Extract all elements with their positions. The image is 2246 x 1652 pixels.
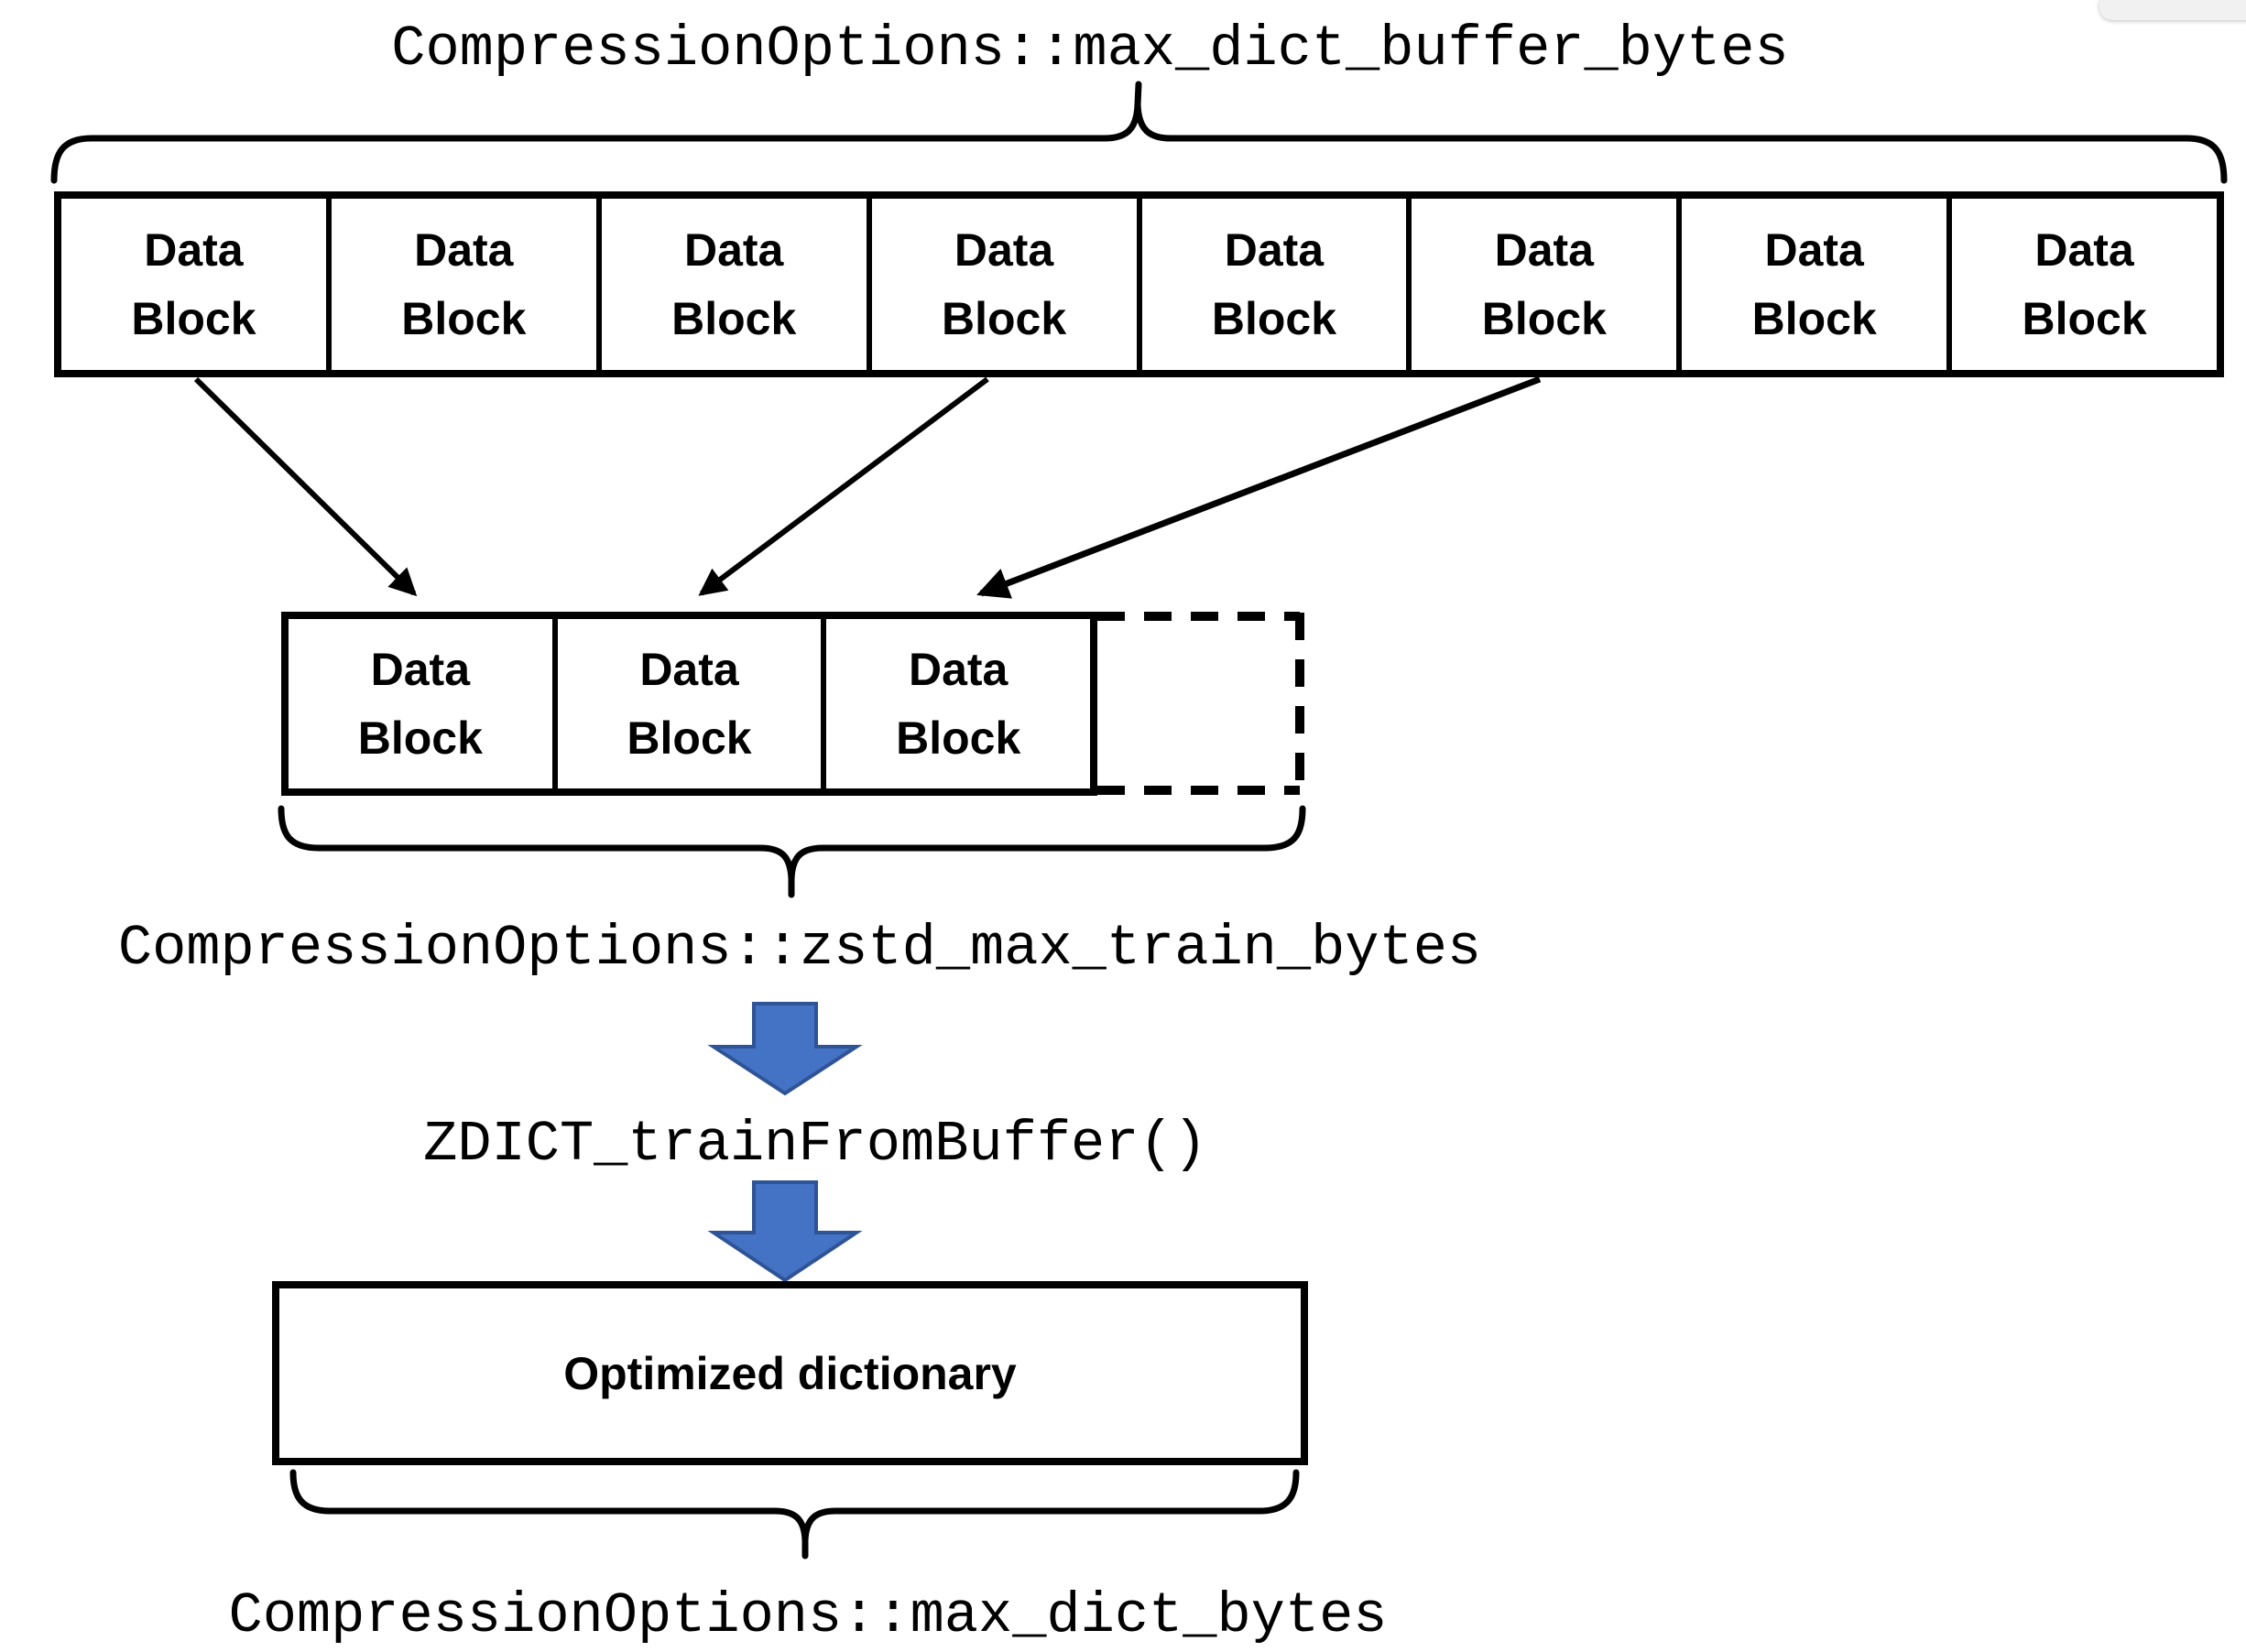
buffer-data-block-7: Data Block — [1676, 199, 1946, 370]
buffer-data-block-4: Data Block — [866, 199, 1137, 370]
buffer-data-block-5-label: Data Block — [1211, 223, 1337, 344]
reserved-capacity-dashed-box — [1097, 612, 1304, 795]
buffer-data-block-8-label: Data Block — [2022, 223, 2147, 344]
buffer-data-block-5: Data Block — [1136, 199, 1407, 370]
buffer-data-block-8: Data Block — [1946, 199, 2217, 370]
optimized-dictionary-box: Optimized dictionary — [272, 1281, 1308, 1465]
buffer-data-block-1-label: Data Block — [131, 223, 256, 344]
sample-data-block-1-label: Data Block — [357, 643, 483, 764]
buffer-data-block-3: Data Block — [595, 199, 867, 370]
sample-arrow-1 — [193, 376, 418, 597]
sample-data-block-3: Data Block — [821, 619, 1090, 788]
output-step-arrow-icon — [707, 1180, 863, 1283]
buffer-data-block-2-label: Data Block — [401, 223, 527, 344]
buffer-data-block-1: Data Block — [61, 199, 326, 370]
sample-data-block-2-label: Data Block — [627, 643, 752, 764]
browser-corner-overlay — [2099, 0, 2246, 20]
optimized-dictionary-label: Optimized dictionary — [563, 1347, 1017, 1399]
buffer-data-block-6: Data Block — [1406, 199, 1676, 370]
sample-data-block-2: Data Block — [551, 619, 822, 788]
train-sample-row: Data Block Data Block Data Block — [281, 612, 1097, 796]
sample-data-block-3-label: Data Block — [896, 643, 1021, 764]
buffer-data-block-2: Data Block — [325, 199, 596, 370]
buffer-row: Data Block Data Block Data Block Data Bl… — [54, 191, 2224, 377]
zstd-max-train-bytes-brace — [278, 805, 1306, 898]
max-dict-bytes-label: CompressionOptions::max_dict_bytes — [228, 1583, 1388, 1648]
sample-arrow-2 — [698, 376, 989, 596]
max-dict-buffer-bytes-brace — [50, 81, 2228, 184]
sample-arrow-3 — [976, 375, 1542, 599]
sample-data-block-1: Data Block — [289, 619, 552, 788]
buffer-data-block-7-label: Data Block — [1751, 223, 1877, 344]
train-step-arrow-icon — [707, 1002, 863, 1096]
zstd-max-train-bytes-label: CompressionOptions::zstd_max_train_bytes — [117, 916, 1482, 981]
buffer-data-block-3-label: Data Block — [671, 223, 797, 344]
max-dict-buffer-bytes-label: CompressionOptions::max_dict_buffer_byte… — [391, 16, 1789, 82]
zdict-train-from-buffer-label: ZDICT_trainFromBuffer() — [423, 1112, 1207, 1177]
max-dict-bytes-brace — [289, 1469, 1300, 1560]
buffer-data-block-6-label: Data Block — [1481, 223, 1607, 344]
buffer-data-block-4-label: Data Block — [941, 223, 1067, 344]
